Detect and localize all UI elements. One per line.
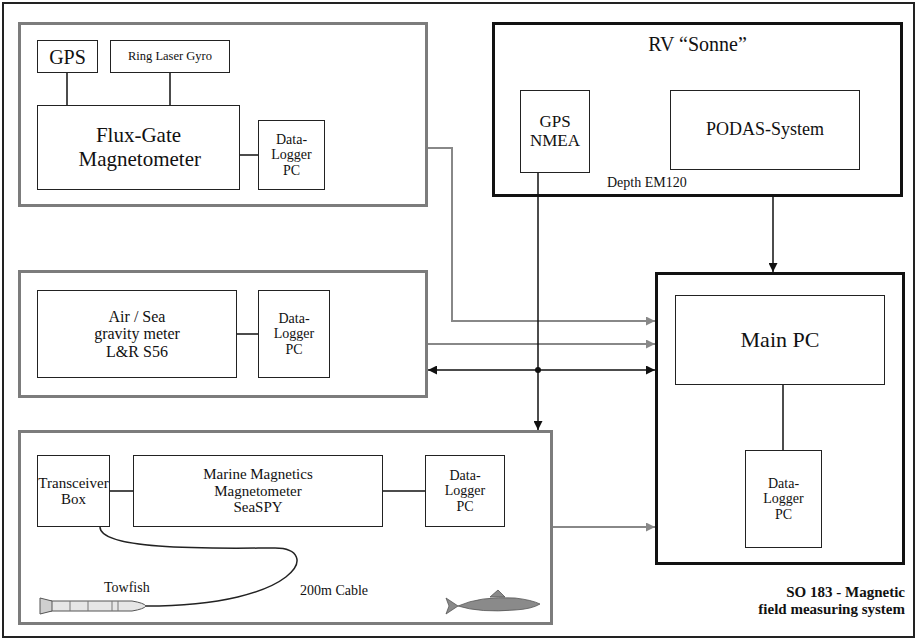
data-arrow bbox=[537, 173, 539, 430]
box-note: Depth EM120 bbox=[607, 175, 687, 190]
connector-line bbox=[782, 385, 784, 450]
part-label: Towfish bbox=[104, 580, 150, 595]
process-box: Transceiver Box bbox=[37, 455, 110, 527]
system-box: RV “Sonne” Depth EM120 GPS NMEA PODAS-Syste… bbox=[492, 22, 903, 197]
process-box: Data-Logger PC bbox=[258, 290, 330, 378]
connector-line bbox=[240, 154, 258, 156]
box-label: Data-Logger PC bbox=[758, 476, 810, 522]
connector-line bbox=[237, 333, 258, 335]
connector-line bbox=[66, 73, 68, 105]
group-box: Air / Sea gravity meter L&R S56 Data-Logg… bbox=[18, 270, 428, 398]
group-box: GPS Ring Laser GyroFlux-Gate Magnetometer… bbox=[18, 22, 428, 207]
box-label: Main PC bbox=[741, 328, 820, 352]
box-label: RV “Sonne” bbox=[495, 33, 900, 55]
towfish-tail bbox=[40, 598, 52, 614]
process-box: GPS NMEA bbox=[520, 90, 590, 173]
process-box: Ring Laser Gyro bbox=[110, 40, 230, 73]
fish-picture bbox=[446, 590, 540, 614]
connector-line bbox=[383, 490, 425, 492]
process-box: Data-Logger PC bbox=[425, 455, 505, 527]
system-box: Main PC Data-Logger PC bbox=[655, 272, 905, 565]
connector-line bbox=[110, 490, 133, 492]
data-arrow bbox=[428, 343, 655, 345]
box-label: Data-Logger PC bbox=[266, 132, 318, 178]
part-label: 200m Cable bbox=[300, 583, 368, 598]
process-box: Data-Logger PC bbox=[258, 120, 325, 190]
box-label: GPS bbox=[49, 46, 86, 68]
box-label: GPS NMEA bbox=[529, 113, 581, 150]
box-label: Marine Magnetics Magnetometer SeaSPY bbox=[188, 466, 328, 516]
box-label: Flux-Gate Magnetometer bbox=[79, 124, 199, 170]
process-box: Air / Sea gravity meter L&R S56 bbox=[37, 290, 237, 378]
box-label: Data-Logger PC bbox=[268, 311, 320, 357]
connector-line bbox=[169, 73, 171, 105]
data-arrow bbox=[428, 369, 655, 371]
box-label: Transceiver Box bbox=[38, 475, 109, 508]
data-arrow bbox=[428, 148, 655, 321]
box-label: Air / Sea gravity meter L&R S56 bbox=[89, 308, 185, 361]
tow-cable bbox=[100, 527, 297, 606]
process-box: Data-Logger PC bbox=[745, 450, 822, 548]
box-label: Ring Laser Gyro bbox=[128, 50, 212, 64]
process-box: Main PC bbox=[675, 295, 885, 385]
towfish-body bbox=[48, 601, 146, 611]
data-arrow bbox=[772, 197, 774, 272]
box-label: PODAS-System bbox=[706, 120, 824, 140]
group-box: Transceiver Box Marine Magnetics Magnetom… bbox=[18, 430, 553, 625]
towfish-rings bbox=[70, 601, 118, 611]
process-box: GPS bbox=[37, 40, 98, 73]
process-box: PODAS-System bbox=[670, 90, 860, 170]
process-box: Marine Magnetics Magnetometer SeaSPY bbox=[133, 455, 383, 527]
process-box: Flux-Gate Magnetometer bbox=[37, 105, 240, 190]
caption: SO 183 - Magnetic field measuring system bbox=[755, 584, 905, 617]
box-label: Data-Logger PC bbox=[439, 468, 491, 514]
data-arrow bbox=[553, 526, 655, 528]
